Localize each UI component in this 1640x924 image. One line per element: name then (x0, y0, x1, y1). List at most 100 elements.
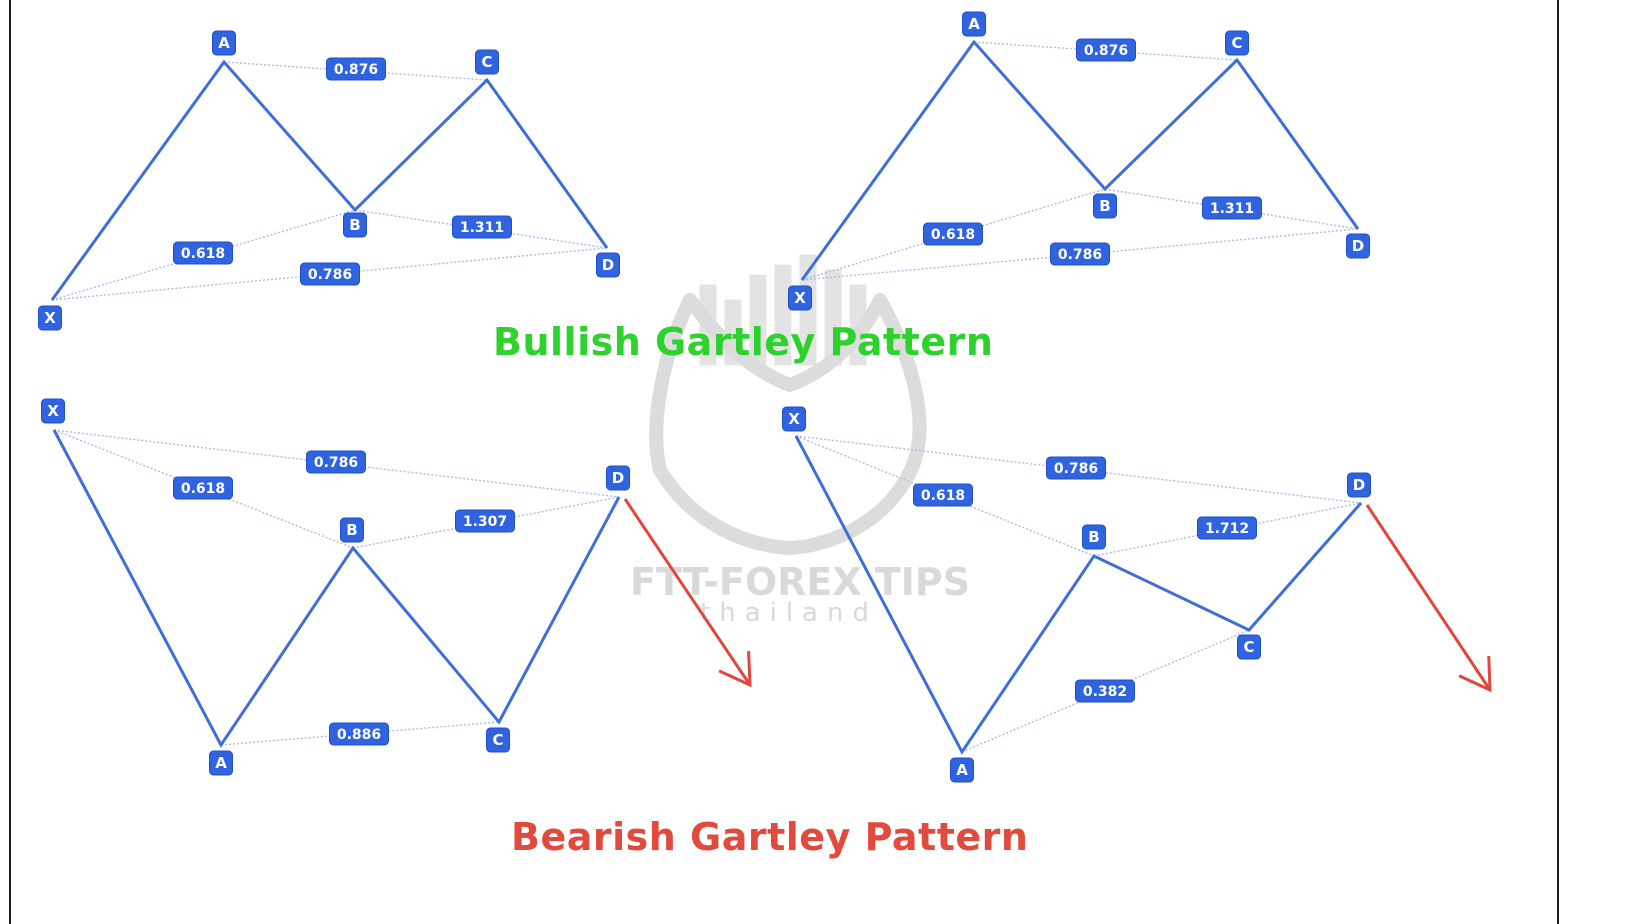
pattern-legs (800, 39, 1360, 281)
ratio-label-xd-box (1050, 242, 1110, 266)
ratio-label-bd: 1.311 (1210, 201, 1254, 217)
point-label-d: D (1352, 237, 1364, 255)
ratio-label-xb-group: 0.618 (913, 483, 973, 507)
ratio-label-xb-group: 0.618 (173, 476, 233, 500)
ratio-line-BD (352, 496, 620, 549)
ratio-label-bd-box (1197, 516, 1257, 540)
ratio-label-ac-group: 0.876 (326, 57, 386, 81)
point-label-x-group: X (38, 305, 62, 331)
ratio-label-bd-group: 1.307 (455, 509, 515, 533)
ratio-label-xd-group: 0.786 (300, 262, 360, 286)
ratio-label-xd-group: 0.786 (1050, 242, 1110, 266)
ratio-label-ac-box (326, 57, 386, 81)
bullish-title: Bullish Gartley Pattern (493, 320, 994, 364)
point-label-c-box (1225, 30, 1249, 56)
point-label-c: C (492, 731, 503, 749)
ratio-label-bd-group: 1.311 (452, 215, 512, 239)
point-label-b: B (346, 521, 357, 539)
ratio-line-AC (220, 721, 500, 746)
point-label-b-group: B (343, 212, 367, 238)
watermark-candle (774, 264, 792, 366)
point-label-d-group: D (1347, 472, 1371, 498)
point-label-d-box (596, 252, 620, 278)
point-label-a: A (968, 15, 980, 33)
point-label-c-group: C (1237, 634, 1261, 660)
ratio-label-bd-group: 1.311 (1202, 196, 1262, 220)
ratio-label-xd: 0.786 (314, 455, 358, 471)
point-label-b-box (1093, 193, 1117, 219)
ratio-label-ac: 0.876 (1084, 43, 1128, 59)
point-label-b: B (1099, 197, 1110, 215)
watermark-brand: FTT-FOREX TIPS (630, 560, 971, 604)
point-label-x-group: X (788, 285, 812, 311)
ratio-label-bd: 1.311 (460, 220, 504, 236)
point-label-a: A (215, 754, 227, 772)
point-label-a-group: A (212, 30, 236, 56)
point-label-x-group: X (41, 398, 65, 424)
pattern-legs (52, 429, 621, 748)
point-label-c-group: C (475, 49, 499, 75)
point-label-c: C (1243, 638, 1254, 656)
ratio-label-bd-box (455, 509, 515, 533)
point-label-x: X (44, 309, 56, 327)
ratio-label-ac-group: 0.382 (1075, 679, 1135, 703)
ratio-label-ac-box (1075, 679, 1135, 703)
point-label-a-group: A (950, 757, 974, 783)
point-label-a-box (209, 750, 233, 776)
ratio-label-xd: 0.786 (308, 267, 352, 283)
point-label-d-box (606, 465, 630, 491)
point-label-a-box (962, 11, 986, 37)
ratio-label-xd-box (1046, 456, 1106, 480)
watermark-sub: thailand (700, 598, 878, 628)
ratio-label-xd-box (300, 262, 360, 286)
right-border (1557, 0, 1559, 924)
ratio-label-xb-box (173, 241, 233, 265)
ratio-label-bd-box (1202, 196, 1262, 220)
point-label-c-group: C (486, 727, 510, 753)
bearish-arrow-shaft (1365, 504, 1492, 691)
point-label-a-group: A (962, 11, 986, 37)
ratio-label-xb-group: 0.618 (923, 222, 983, 246)
bearish-arrow-shaft (623, 498, 752, 686)
point-label-x: X (788, 410, 800, 428)
ratio-label-bd: 1.307 (463, 514, 507, 530)
ratio-label-xd-group: 0.786 (306, 450, 366, 474)
point-label-c-box (475, 49, 499, 75)
ratio-line-BD (354, 209, 608, 249)
bearish-arrow-head (718, 650, 752, 688)
point-label-d: D (612, 469, 624, 487)
point-label-a: A (218, 34, 230, 52)
ratio-label-xd-box (306, 450, 366, 474)
point-label-d-group: D (1346, 233, 1370, 259)
ratio-line-XB (51, 209, 356, 301)
ratio-label-xb-box (923, 222, 983, 246)
ratio-label-xb: 0.618 (181, 246, 225, 262)
ratio-label-ac-box (1076, 38, 1136, 62)
point-label-c: C (1231, 34, 1242, 52)
ratio-label-ac-box (329, 722, 389, 746)
ratio-label-xb: 0.618 (921, 488, 965, 504)
point-label-a-box (212, 30, 236, 56)
point-label-b-box (1082, 524, 1106, 550)
point-label-c: C (481, 53, 492, 71)
ratio-label-ac-group: 0.876 (1076, 38, 1136, 62)
point-label-b: B (1088, 528, 1099, 546)
point-label-b: B (349, 216, 360, 234)
pattern-legs (794, 435, 1363, 755)
watermark-bull-head (649, 293, 927, 555)
point-label-c-group: C (1225, 30, 1249, 56)
point-label-b-group: B (1093, 193, 1117, 219)
point-label-b-box (343, 212, 367, 238)
point-label-c-box (486, 727, 510, 753)
point-label-b-group: B (340, 517, 364, 543)
ratio-line-XB (801, 188, 1106, 281)
point-label-b-group: B (1082, 524, 1106, 550)
point-label-x-box (782, 406, 806, 432)
ratio-label-ac: 0.886 (337, 727, 381, 743)
point-label-d-box (1346, 233, 1370, 259)
ratio-line-XD (51, 247, 608, 301)
point-label-c-box (1237, 634, 1261, 660)
point-label-d-box (1347, 472, 1371, 498)
